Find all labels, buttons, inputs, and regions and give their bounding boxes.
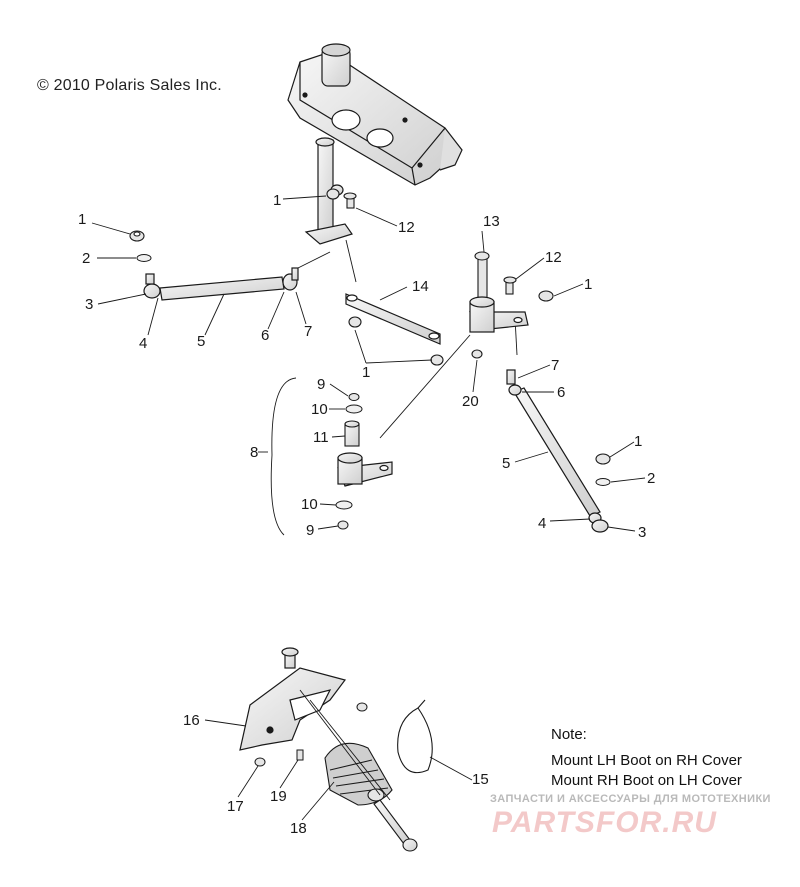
callout-labels: 1 12 1 2 3 4 5 6 7 14 1 13 12 1 9 10 11 … <box>78 192 655 837</box>
callout-1-link: 1 <box>362 364 370 381</box>
idler-bracket <box>337 452 393 487</box>
callout-6-left: 6 <box>261 327 269 344</box>
callout-19: 19 <box>270 788 287 805</box>
tie-rod-right <box>506 369 609 533</box>
callout-13: 13 <box>483 213 500 230</box>
callout-9-upper: 9 <box>317 376 325 393</box>
callout-3-left: 3 <box>85 296 93 313</box>
callout-15: 15 <box>472 771 489 788</box>
callout-leaders <box>91 195 646 821</box>
callout-20: 20 <box>462 393 479 410</box>
nut-9-upper <box>348 393 360 401</box>
watermark-tagline: ЗАПЧАСТИ И АКСЕССУАРЫ ДЛЯ МОТОТЕХНИКИ <box>490 793 771 805</box>
callout-10-lower: 10 <box>301 496 318 513</box>
callout-11: 11 <box>313 429 329 446</box>
bolt-12-idler <box>503 276 517 295</box>
callout-9-lower: 9 <box>306 522 314 539</box>
washer-2-right <box>595 478 611 486</box>
washer-10-lower <box>335 500 353 510</box>
cover-16 <box>239 647 347 751</box>
copyright-notice: © 2010 Polaris Sales Inc. <box>37 77 222 94</box>
idler-arm <box>468 296 529 333</box>
nut-1-idler <box>538 290 554 302</box>
callout-3-right: 3 <box>638 524 646 541</box>
boot-18 <box>324 742 393 806</box>
washer-2-left <box>136 254 152 262</box>
mounting-note: Note: Mount LH Boot on RH Cover Mount RH… <box>551 725 742 791</box>
callout-1-right: 1 <box>634 433 642 450</box>
callout-16: 16 <box>183 712 200 729</box>
screw-17 <box>254 757 266 767</box>
screw-upper <box>356 702 368 712</box>
nut-1-post <box>326 188 340 200</box>
callout-14: 14 <box>412 278 429 295</box>
callout-7-left: 7 <box>304 323 312 340</box>
tie-rod-left <box>143 267 299 301</box>
note-line-lh-boot: Mount LH Boot on RH Cover <box>551 752 742 769</box>
callout-1-idler: 1 <box>584 276 592 293</box>
note-line-rh-boot: Mount RH Boot on LH Cover <box>551 772 742 789</box>
callout-6-right: 6 <box>557 384 565 401</box>
callout-5-left: 5 <box>197 333 205 350</box>
callout-7-right: 7 <box>551 357 559 374</box>
callout-1-post: 1 <box>273 192 281 209</box>
callout-4-right: 4 <box>538 515 546 532</box>
bolt-13 <box>474 251 490 299</box>
callout-4-left: 4 <box>139 335 147 352</box>
callout-2-right: 2 <box>647 470 655 487</box>
tie-rod-end-lower <box>373 799 418 852</box>
steering-frame <box>287 43 463 186</box>
washer-10-upper <box>345 404 363 414</box>
bolt-12-post <box>343 192 357 209</box>
nut-1-left <box>129 230 145 242</box>
callout-17: 17 <box>227 798 244 815</box>
callout-18: 18 <box>290 820 307 837</box>
callout-8: 8 <box>250 444 258 461</box>
watermark-logo: PARTSFOR.RU <box>492 806 717 839</box>
callout-10-upper: 10 <box>311 401 328 418</box>
cable-tie-15 <box>397 699 433 774</box>
callout-12-idler: 12 <box>545 249 562 266</box>
nut-9-lower <box>337 520 349 530</box>
leader-lines-lower <box>299 689 391 801</box>
nut-1-right <box>595 453 611 465</box>
note-heading: Note: <box>551 726 587 743</box>
callout-5-right: 5 <box>502 455 510 472</box>
nut-20 <box>471 349 483 359</box>
callout-12-post: 12 <box>398 219 415 236</box>
screw-19 <box>296 749 304 761</box>
bushing-11 <box>344 420 360 447</box>
nut-1-link <box>348 316 444 366</box>
callout-1-left: 1 <box>78 211 86 228</box>
drag-link-14 <box>345 293 441 345</box>
callout-2-left: 2 <box>82 250 90 267</box>
